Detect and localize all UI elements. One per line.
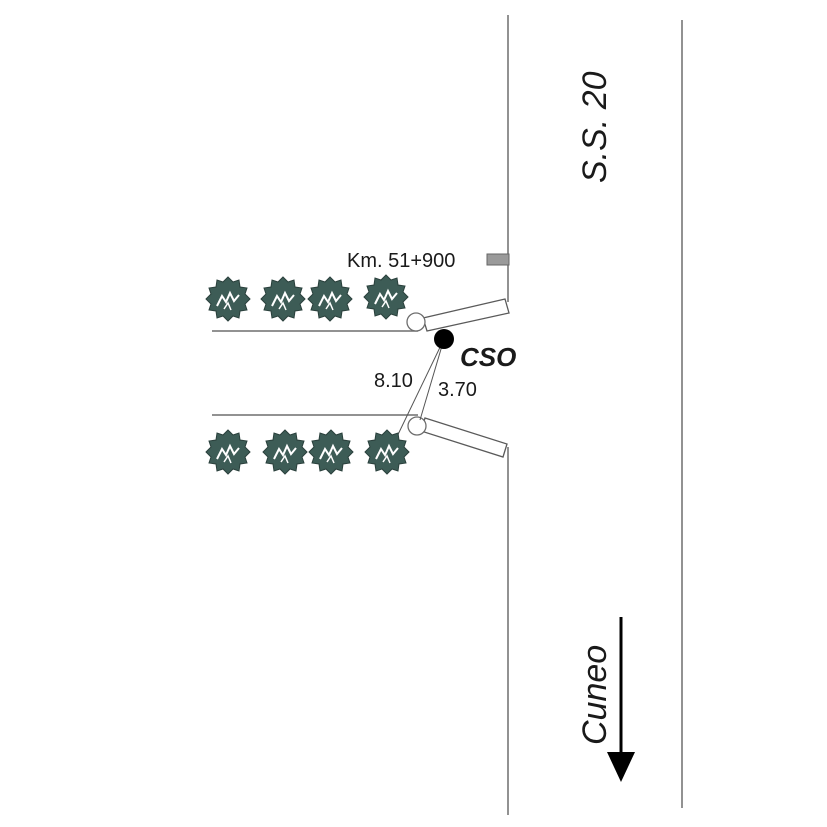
distance-label-first: 8.10	[374, 370, 413, 392]
tree-icon	[205, 276, 251, 322]
tree-icon	[205, 429, 251, 475]
distance-line-first	[391, 338, 445, 448]
arrow-down-icon	[607, 752, 635, 782]
road-name-label: S.S. 20	[576, 71, 614, 183]
cso-label: CSO	[460, 342, 516, 372]
tree-icon	[308, 429, 354, 475]
tree-icon	[307, 276, 353, 322]
gate-bar-lower	[420, 417, 508, 458]
gate-hinge-lower	[407, 416, 427, 436]
gate-bar-upper	[422, 298, 510, 332]
tree-icon	[364, 429, 410, 475]
distance-label-second: 3.70	[438, 379, 477, 401]
tree-icon	[260, 276, 306, 322]
tree-icon	[262, 429, 308, 475]
km-marker-label: Km. 51+900	[347, 250, 455, 272]
distance-line-second	[419, 338, 445, 421]
cso-point	[434, 329, 454, 349]
km-marker-sign	[486, 253, 510, 266]
gate-hinge-upper	[406, 312, 426, 332]
direction-label: Cuneo	[576, 645, 614, 745]
tree-icon	[363, 274, 409, 320]
